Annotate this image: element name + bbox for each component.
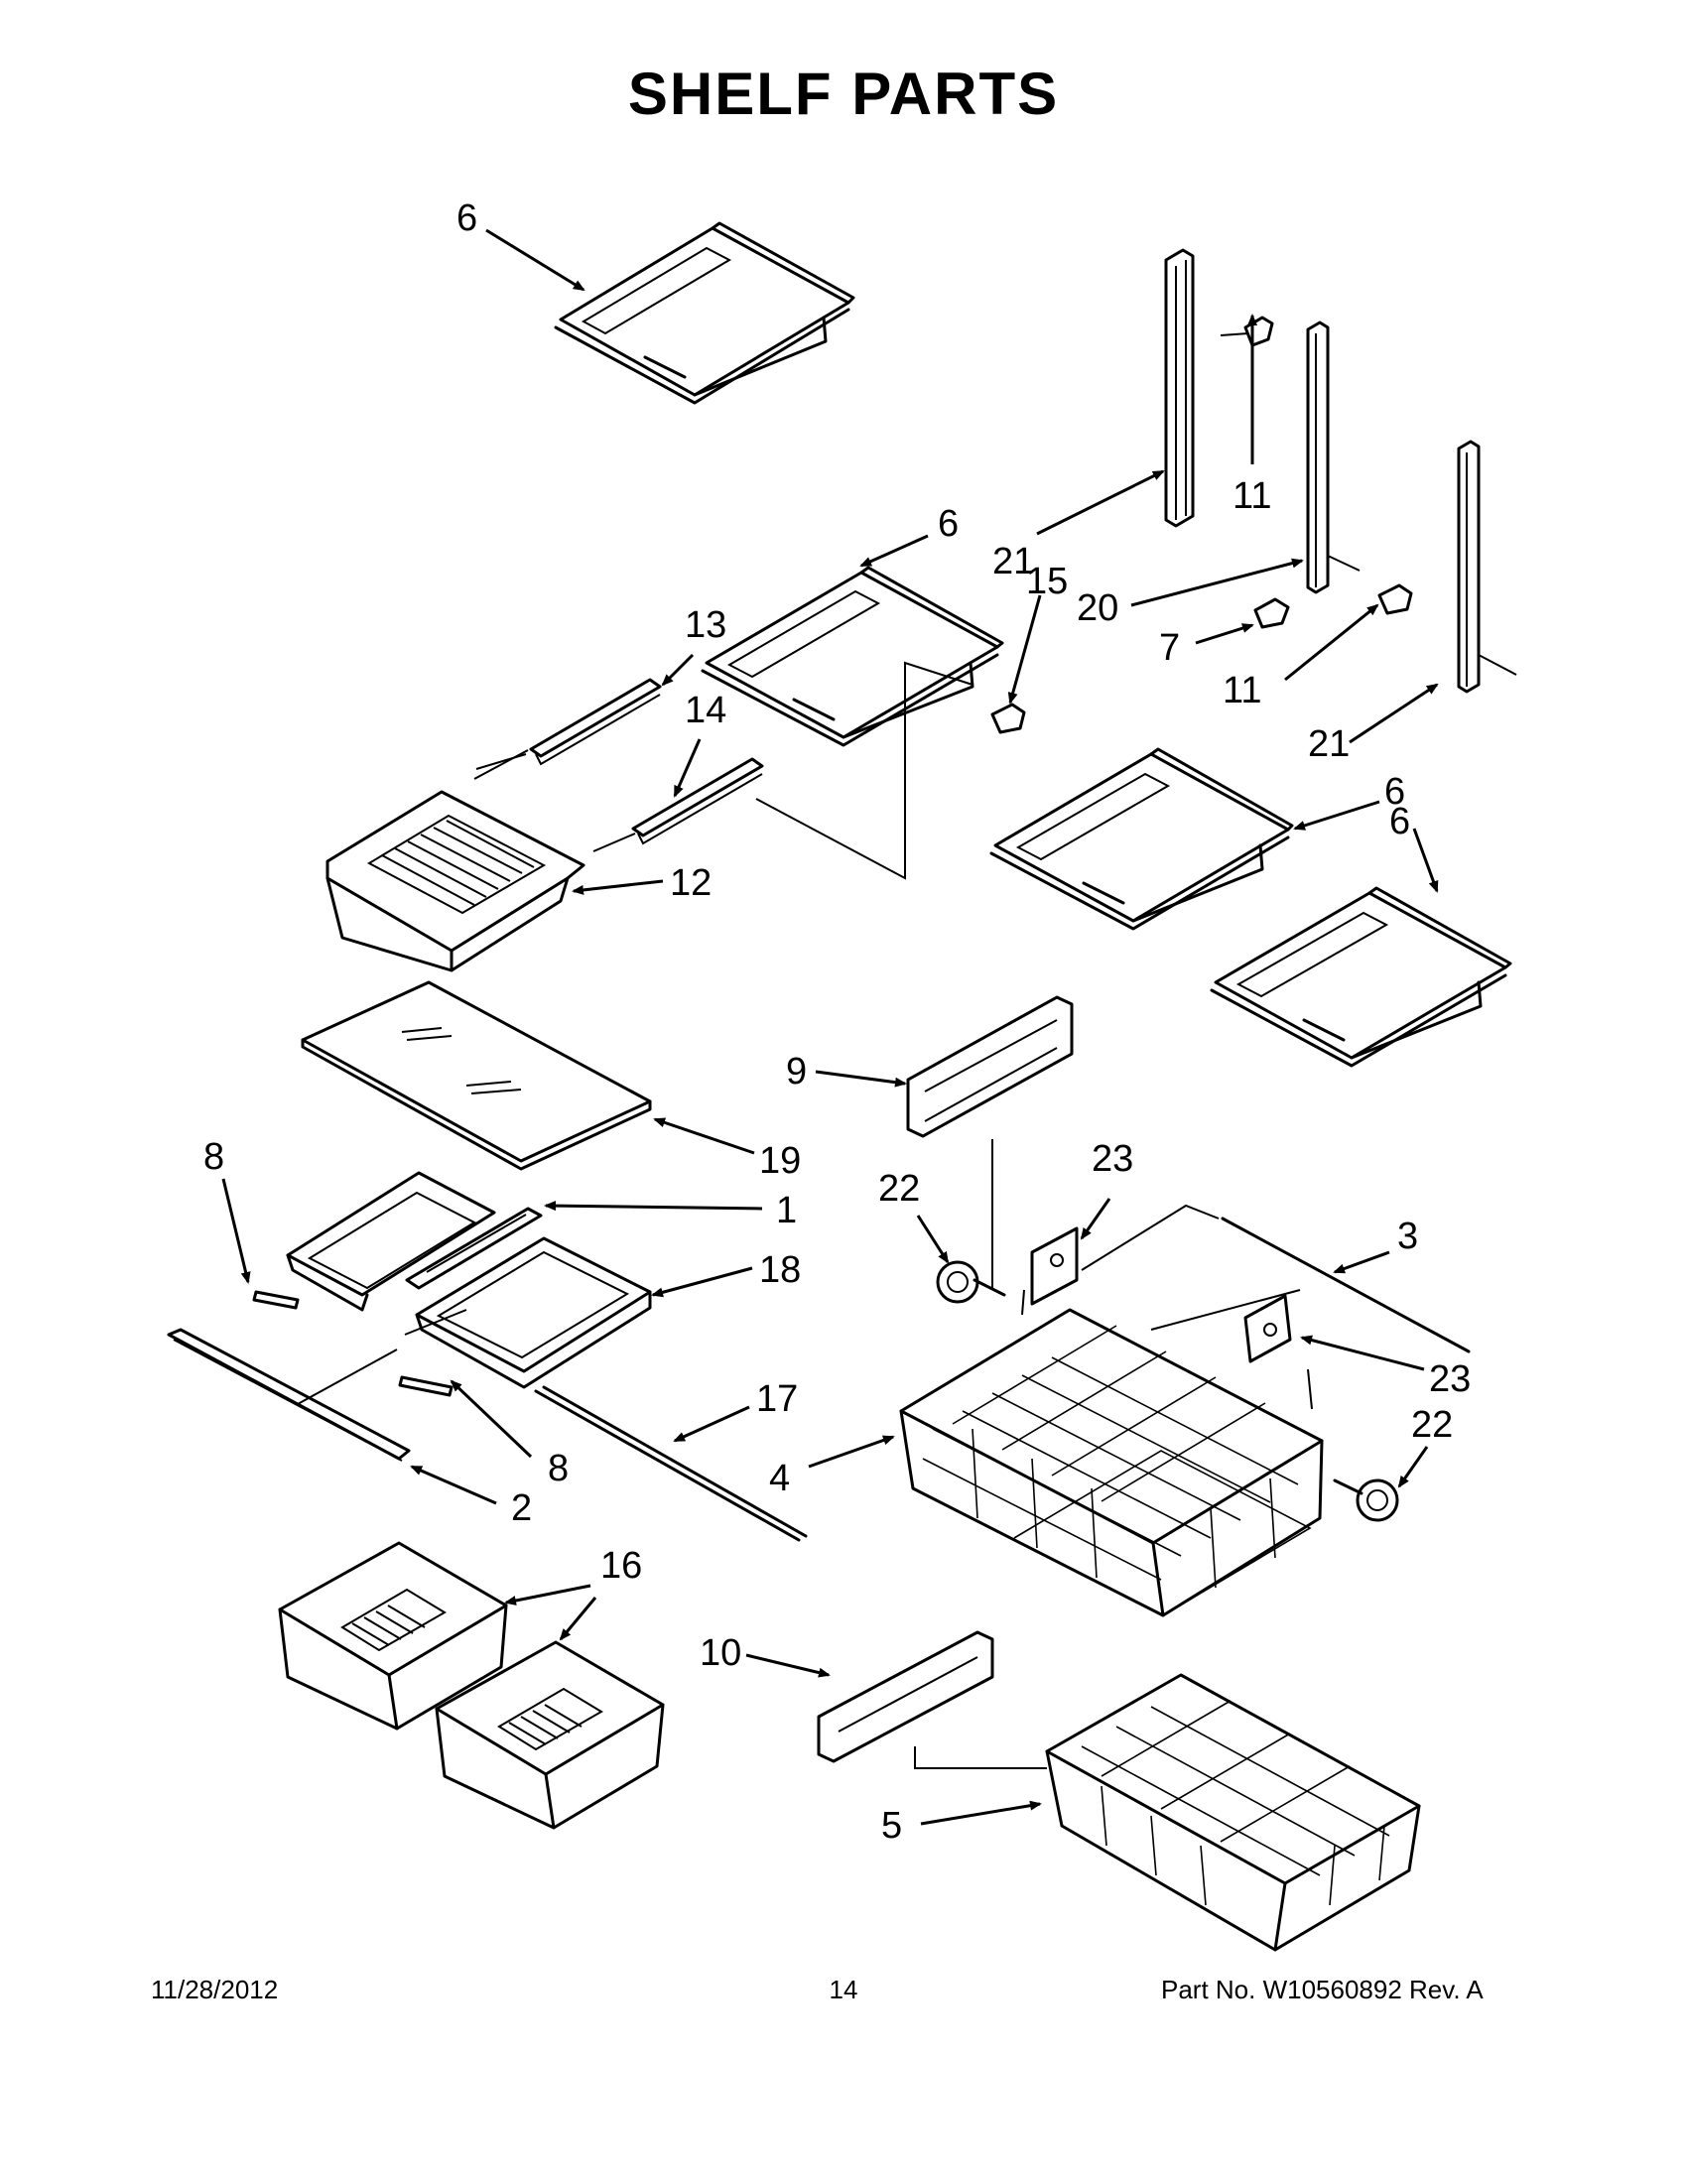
footer-part-number: Part No. W10560892 Rev. A [1161, 1975, 1484, 2004]
callout-19: 19 [759, 1140, 801, 1182]
screw-15 [990, 703, 1026, 734]
footer-date: 11/28/2012 [151, 1975, 279, 2004]
guide-line [404, 1309, 467, 1336]
divider-1 [405, 1207, 543, 1290]
guide-line [755, 661, 973, 880]
callout-13: 13 [685, 604, 726, 646]
shelf-6-middle [701, 566, 1004, 747]
bracket-23-right [1243, 1294, 1292, 1363]
footer-page-number: 14 [829, 1975, 858, 2004]
callout-8: 8 [548, 1448, 569, 1489]
callout-22: 22 [878, 1168, 920, 1210]
guide-line [1081, 1204, 1220, 1271]
callout-23: 23 [1429, 1358, 1471, 1400]
trim-2 [167, 1328, 411, 1462]
guide-line [592, 833, 636, 852]
pan-12 [325, 790, 585, 972]
crisper-drawer-16-right [435, 1640, 665, 1830]
shelf-6-right-upper [989, 747, 1294, 931]
callout-16: 16 [600, 1545, 642, 1587]
rod-3 [1221, 1217, 1471, 1353]
slide-14 [631, 757, 764, 845]
callout-1: 1 [776, 1190, 797, 1231]
callout-6: 6 [1389, 801, 1410, 842]
callout-3: 3 [1397, 1216, 1418, 1257]
screw-11-lower [1377, 583, 1413, 615]
guide-line [1307, 1368, 1313, 1410]
callout-15: 15 [1026, 561, 1068, 602]
freezer-basket-4 [899, 1289, 1324, 1617]
callout-12: 12 [670, 862, 712, 904]
callout-6: 6 [938, 503, 959, 545]
callout-21: 21 [1308, 723, 1350, 765]
ladder-21-left [1164, 248, 1195, 528]
callout-11: 11 [1233, 475, 1271, 517]
page-title: SHELF PARTS [627, 61, 1060, 127]
guide-line [297, 1349, 398, 1405]
guide-line [473, 749, 529, 780]
guide-line [1021, 1289, 1025, 1316]
rod-17 [534, 1385, 808, 1542]
callout-18: 18 [759, 1249, 801, 1291]
crisper-drawer-16-left [278, 1541, 508, 1731]
crisper-frame-18 [286, 1171, 652, 1389]
screw-11-top [1220, 316, 1274, 347]
glass-19 [301, 980, 652, 1171]
callout-9: 9 [786, 1051, 807, 1092]
callout-5: 5 [881, 1805, 902, 1847]
basket-end-9 [906, 995, 1074, 1290]
callout-2: 2 [511, 1487, 532, 1529]
screw-7 [1253, 597, 1290, 629]
callout-14: 14 [685, 690, 726, 731]
guide-line [914, 1746, 1047, 1769]
callout-21: 21 [992, 541, 1034, 582]
callout-17: 17 [756, 1378, 798, 1420]
callout-20: 20 [1077, 587, 1118, 629]
cover-clip-8-right [398, 1375, 454, 1397]
bracket-23-left [1030, 1226, 1079, 1306]
callout-10: 10 [700, 1632, 741, 1674]
callout-11: 11 [1223, 670, 1261, 711]
callout-23: 23 [1092, 1138, 1133, 1180]
shelf-6-right-lower [1210, 886, 1512, 1068]
leader-lines [221, 228, 1439, 1826]
callout-22: 22 [1411, 1404, 1453, 1446]
shelf-6-top [554, 221, 855, 405]
lower-basket-5 [1045, 1673, 1421, 1952]
basket-end-10 [817, 1630, 994, 1763]
ladder-21-right [1327, 440, 1517, 694]
slide-13 [475, 678, 662, 770]
ladder-20-center [1306, 321, 1330, 594]
cover-clip-8-left [252, 1290, 300, 1310]
callout-6: 6 [1384, 771, 1405, 813]
callout-6: 6 [456, 197, 477, 239]
callout-8: 8 [203, 1136, 224, 1178]
callout-4: 4 [769, 1458, 790, 1499]
bearing-22-left [936, 1260, 1006, 1304]
callout-labels: 6 6 6 6 21 21 11 11 15 20 7 13 14 12 19 … [203, 197, 1471, 1847]
bearing-22-right [1333, 1478, 1399, 1522]
callout-7: 7 [1159, 627, 1180, 669]
